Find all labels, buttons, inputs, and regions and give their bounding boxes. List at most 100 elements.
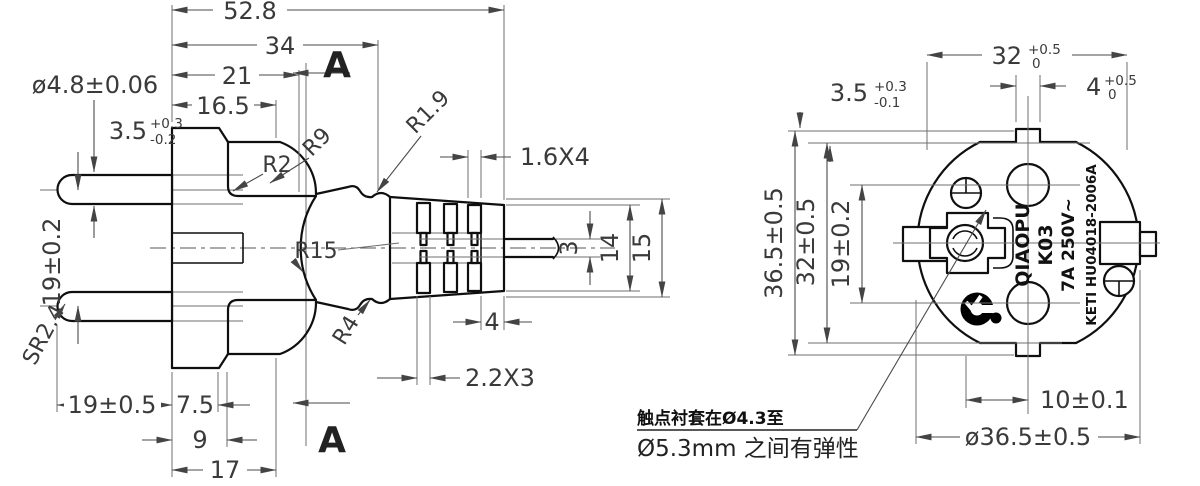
model-text: K03	[1035, 224, 1057, 265]
section-letter-top: A	[323, 45, 351, 86]
spring-clip-upper	[952, 230, 978, 240]
elasticity-note: 触点衬套在Ø4.3至 Ø5.3mm 之间有弹性	[636, 209, 987, 462]
tolerance-upper: +0.5	[1028, 42, 1061, 58]
tolerance-lower: 0	[1108, 87, 1117, 103]
section-marks: A A	[292, 45, 351, 461]
boot-slot	[466, 261, 483, 293]
top-pin	[56, 173, 174, 206]
pins	[56, 173, 244, 323]
dim-pitch-right: 19±0.2	[827, 184, 866, 304]
dim-label: 19±0.2	[38, 218, 66, 307]
tolerance-upper: +0.3	[150, 116, 183, 132]
r15-label: R15	[294, 239, 337, 264]
dim-sphere-radius: SR2.4	[18, 301, 70, 369]
dim-step-3-5-right: 3.5 +0.3 -0.1	[796, 79, 907, 162]
tolerance-lower: -0.2	[150, 132, 176, 148]
brand-text: QIAOPU	[1012, 203, 1034, 286]
cert-text: KETI HU04018-2006A	[1084, 164, 1100, 326]
dim-label: 4	[484, 308, 499, 336]
upper-barrel-edge	[226, 140, 318, 198]
tolerance-upper: +0.3	[874, 79, 907, 95]
dim-32-top: 32 +0.5 0	[926, 42, 1128, 72]
dim-label: 9	[192, 426, 207, 454]
r9-label: R9	[298, 123, 336, 161]
tolerance-lower: -0.1	[874, 95, 900, 111]
tolerance-lower: 0	[1032, 56, 1041, 72]
side-view: 52.8 34 21 16.5 ø4.8±0.06 3.5 +0.3 -0.2	[18, 0, 670, 484]
dim-32-left: 32±0.5	[792, 142, 831, 344]
lower-neck-wiggle	[314, 297, 392, 311]
dim-label: 4	[1086, 73, 1101, 101]
dim-label: 34	[265, 32, 296, 60]
bottom-pin	[56, 290, 174, 323]
rating-text: 7A 250V~	[1059, 198, 1079, 292]
cable	[420, 236, 560, 260]
dim-rib-1-6x4: 1.6X4	[440, 143, 590, 171]
dim-14: 14	[596, 204, 634, 292]
boot-slot	[466, 203, 483, 235]
r1-9-label: R1.9	[402, 86, 455, 139]
dim-label: 14	[596, 233, 624, 264]
section-letter-bottom: A	[318, 420, 346, 461]
note-leader	[856, 209, 987, 431]
boot-slot	[442, 261, 459, 294]
note-line-1: 触点衬套在Ø4.3至	[636, 408, 784, 429]
dim-cable-3: 3	[555, 211, 594, 285]
dim-label: 10±0.1	[1040, 386, 1129, 414]
dim-21: 21	[171, 62, 300, 90]
dim-7-5: 7.5	[173, 391, 250, 419]
dim-9: 9	[142, 426, 257, 454]
dim-label: 32	[991, 42, 1022, 70]
dim-label: 2.2X3	[465, 364, 535, 392]
dim-label: 32±0.5	[792, 198, 820, 287]
certification-logo-icon	[960, 292, 1002, 326]
dim-label: ø36.5±0.5	[965, 423, 1091, 451]
dim-step-3-5: 3.5 +0.3 -0.2	[109, 116, 183, 148]
dim-36-5: 36.5±0.5	[760, 130, 799, 356]
dim-52-8: 52.8	[171, 0, 505, 25]
dim-label: 16.5	[196, 92, 249, 120]
lower-barrel-edge	[226, 298, 318, 356]
r2-label: R2	[262, 153, 291, 178]
dim-label: 3	[555, 240, 583, 255]
dim-label: SR2.4	[18, 301, 70, 369]
boot-slot	[442, 202, 459, 235]
dim-19-0-5: 19±0.5	[56, 391, 173, 419]
dim-face-diameter: ø36.5±0.5	[915, 423, 1141, 451]
dim-label: 3.5	[830, 79, 868, 107]
dim-label: 1.6X4	[520, 143, 590, 171]
boot-slot	[415, 261, 432, 295]
dim-notch-4: 4 +0.5 0	[990, 73, 1137, 103]
plug-body-outline	[170, 126, 392, 370]
face-molded-text: QIAOPU K03 7A 250V~ KETI HU04018-2006A	[1012, 164, 1100, 326]
dim-label: 15	[628, 233, 656, 264]
dim-slot-2-2x3: 2.2X3	[377, 364, 535, 392]
tolerance-upper: +0.5	[1104, 73, 1137, 89]
screw-upper-left	[949, 176, 983, 210]
extension-lines-left	[56, 5, 670, 477]
r4-label: R4	[328, 312, 365, 350]
dim-seg-4: 4	[453, 308, 532, 336]
ball-arc-r15	[299, 194, 318, 302]
spring-clip-lower	[952, 247, 978, 257]
screw-lower-right	[1102, 264, 1136, 298]
dim-label: 21	[222, 62, 253, 90]
dim-label: 19±0.5	[68, 391, 157, 419]
earth-channel	[172, 232, 244, 264]
lower-flange-profile	[170, 300, 318, 370]
face-view: QIAOPU K03 7A 250V~ KETI HU04018-2006A 3…	[636, 42, 1160, 462]
dim-label: 3.5	[109, 117, 147, 145]
dim-label: 7.5	[176, 391, 214, 419]
upper-neck-wiggle	[314, 185, 392, 199]
dim-15: 15	[628, 198, 666, 298]
right-side-tab	[1138, 230, 1158, 258]
cable-break-curve	[552, 236, 560, 260]
dim-label: 17	[210, 456, 241, 484]
upper-flange-profile	[170, 126, 318, 196]
boot-slot	[415, 201, 432, 235]
boot-outline	[388, 195, 506, 301]
dim-label: ø4.8±0.06	[32, 71, 158, 99]
dim-10: 10±0.1	[965, 386, 1129, 414]
